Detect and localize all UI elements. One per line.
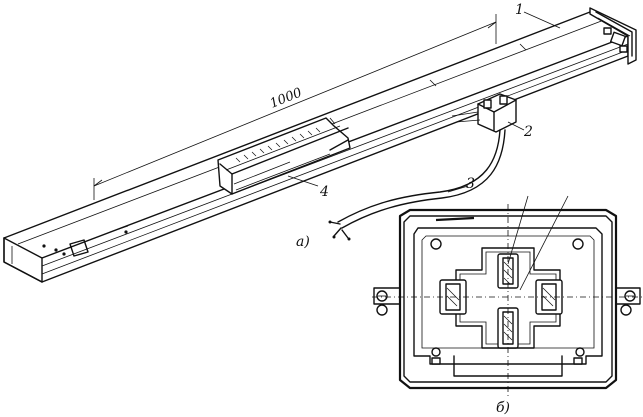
callout-1: 1	[515, 2, 524, 18]
callout-2: 2	[523, 124, 533, 140]
cable	[328, 129, 506, 241]
cross-section	[372, 195, 642, 396]
tap-off-box	[451, 93, 517, 133]
view-a-label: а)	[296, 234, 310, 250]
end-cap	[589, 7, 637, 65]
callout-leaders-a	[287, 11, 561, 193]
view-b-label: б)	[496, 400, 510, 416]
dimension-line	[93, 14, 497, 200]
callout-4: 4	[319, 184, 329, 200]
callout-3: 3	[466, 176, 475, 192]
coupling-section	[217, 117, 351, 195]
left-end	[3, 225, 129, 283]
